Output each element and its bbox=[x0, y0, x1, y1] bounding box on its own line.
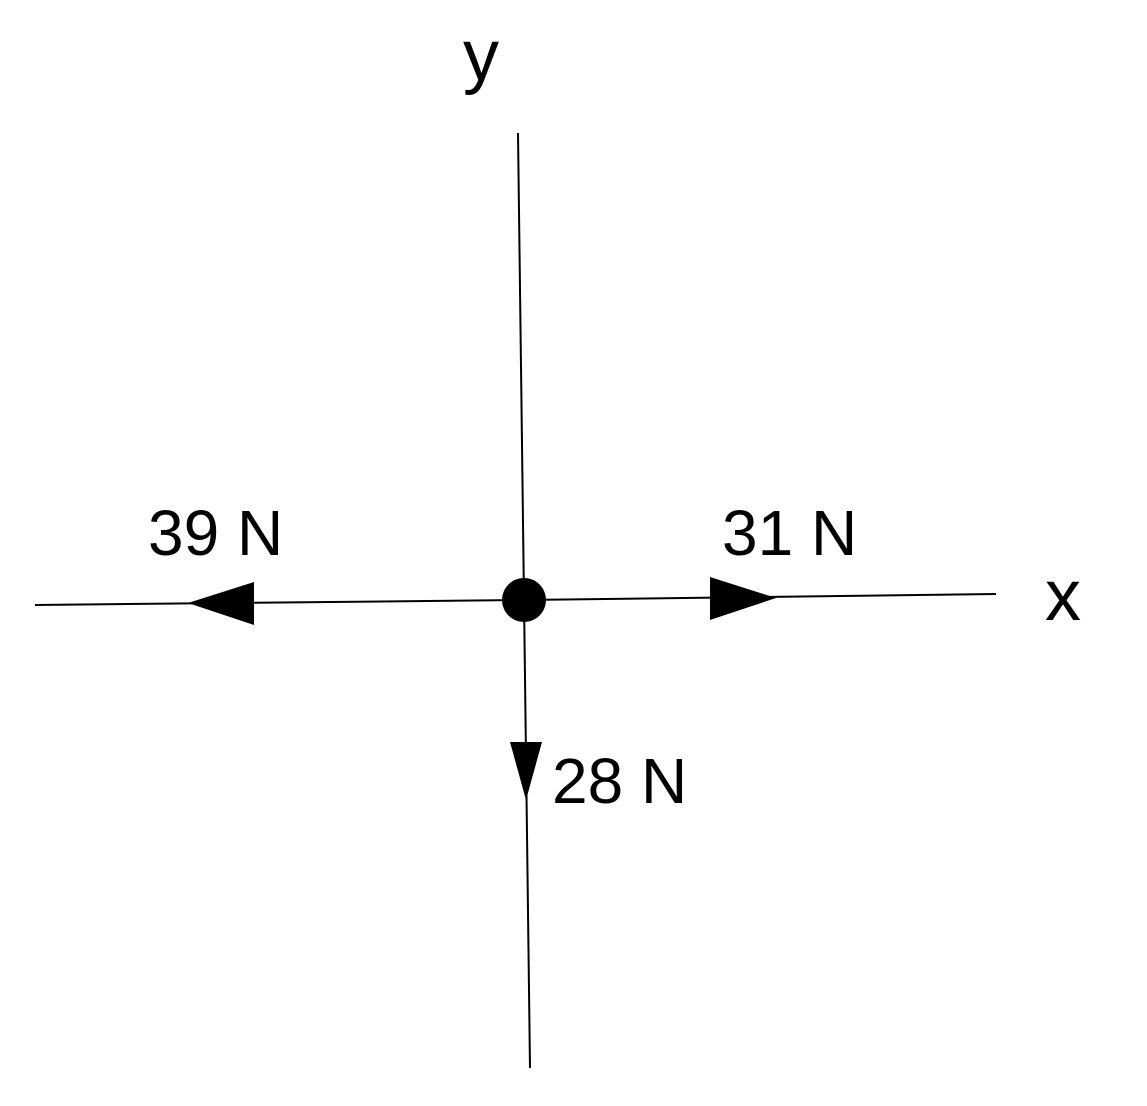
y-axis-upper bbox=[517, 132, 525, 601]
body-point bbox=[502, 578, 546, 622]
x-axis-label: x bbox=[1045, 556, 1081, 636]
x-axis-left bbox=[34, 599, 525, 606]
arrowhead-left-39n bbox=[188, 582, 254, 625]
force-label-down: 28 N bbox=[552, 745, 687, 817]
arrowhead-down-28n bbox=[510, 742, 542, 800]
y-axis-lower bbox=[523, 599, 531, 1069]
arrowhead-right-31n bbox=[710, 577, 776, 620]
force-label-right: 31 N bbox=[722, 497, 857, 569]
y-axis-label: y bbox=[463, 16, 499, 96]
force-label-left: 39 N bbox=[148, 497, 283, 569]
